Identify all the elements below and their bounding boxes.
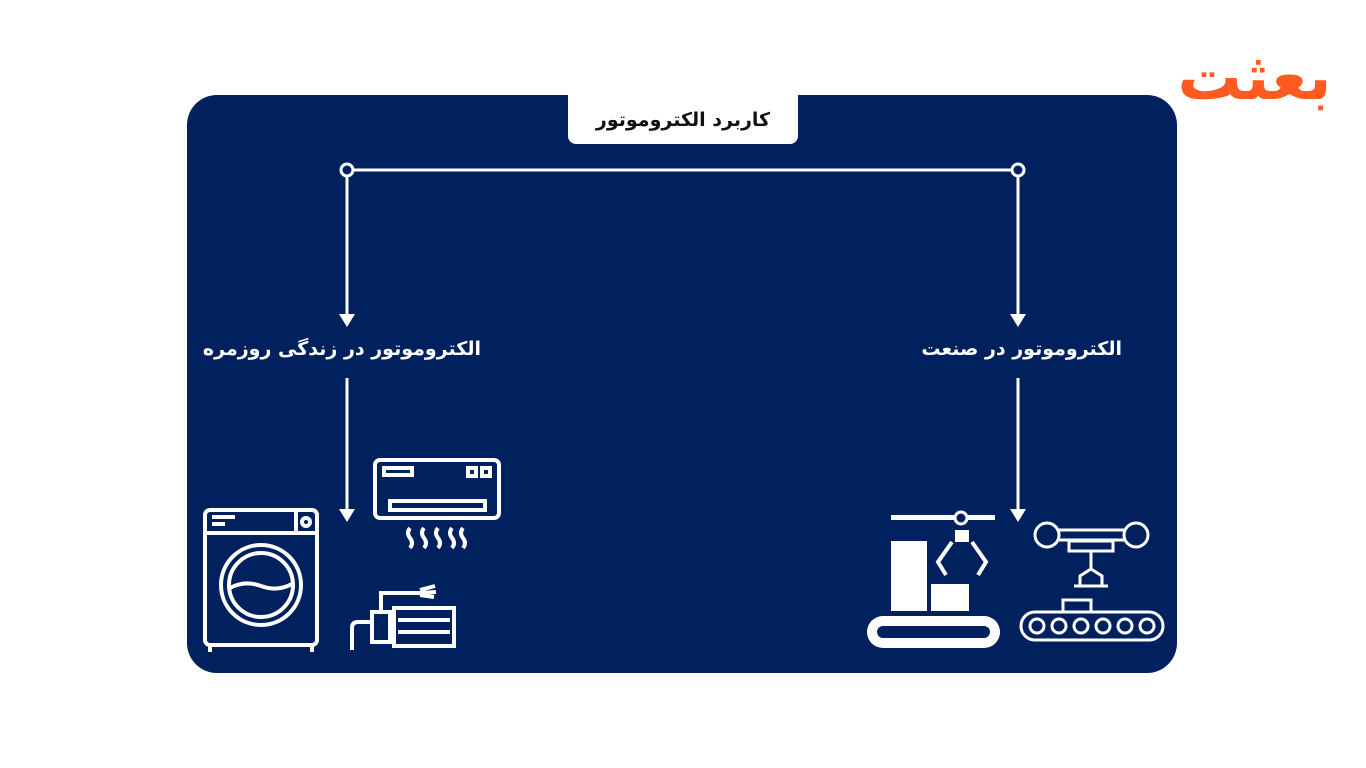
- washing-machine-icon: [203, 508, 319, 652]
- branch-label-industry: الکتروموتور در صنعت: [921, 338, 1122, 360]
- diagram-title: کاربرد الکتروموتور: [568, 95, 798, 144]
- robotic-arm-conveyor-icon: [1019, 521, 1165, 642]
- diagram-panel: [187, 95, 1177, 673]
- brand-logo: بعثت: [1177, 41, 1332, 115]
- packaging-robot-icon: [867, 510, 1000, 648]
- branch-label-daily-life: الکتروموتور در زندگی روزمره: [202, 338, 481, 360]
- water-pump-icon: [350, 584, 456, 650]
- air-conditioner-icon: [373, 458, 501, 550]
